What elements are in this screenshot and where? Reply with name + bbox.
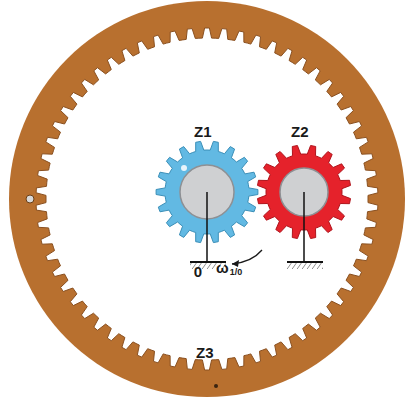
shaft-line	[206, 192, 208, 262]
ground-line	[287, 261, 323, 263]
ring-mark	[214, 384, 218, 388]
ring-gear-teeth	[36, 28, 378, 370]
gear-label: Z2	[291, 124, 309, 139]
frame-label: 0	[194, 264, 202, 279]
subscript-label: 1/0	[230, 268, 243, 277]
ring-hole	[26, 195, 34, 203]
gear-label: Z3	[196, 345, 214, 360]
symbol-label: ω	[216, 260, 229, 275]
shaft-line	[303, 192, 305, 262]
gear-label: Z1	[194, 124, 212, 139]
gear-mark	[181, 165, 187, 171]
ring-gear-body	[9, 1, 405, 397]
ground-hatch	[287, 263, 323, 269]
arrow-head	[232, 260, 239, 267]
